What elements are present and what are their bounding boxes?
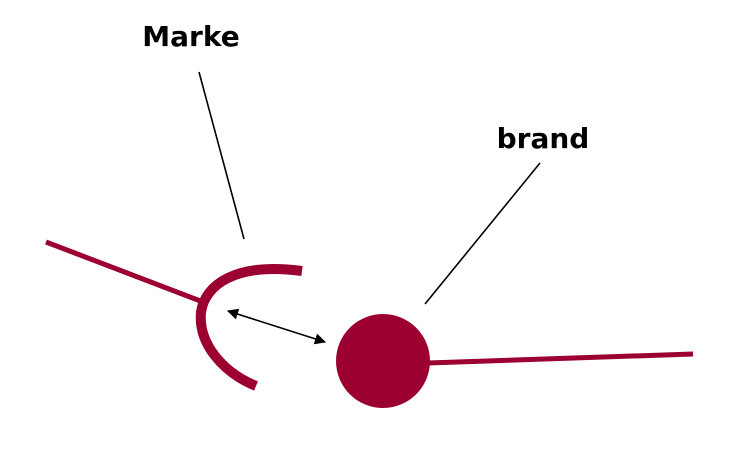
ball [336, 314, 430, 408]
socket-arc [195, 264, 303, 391]
double-arrow [226, 308, 327, 345]
label-right: brand [497, 122, 590, 155]
label-left: Marke [142, 20, 239, 53]
leader-line-right [424, 162, 541, 305]
left-stick [45, 239, 204, 305]
leader-line-left [198, 71, 245, 240]
right-stick [427, 351, 694, 366]
